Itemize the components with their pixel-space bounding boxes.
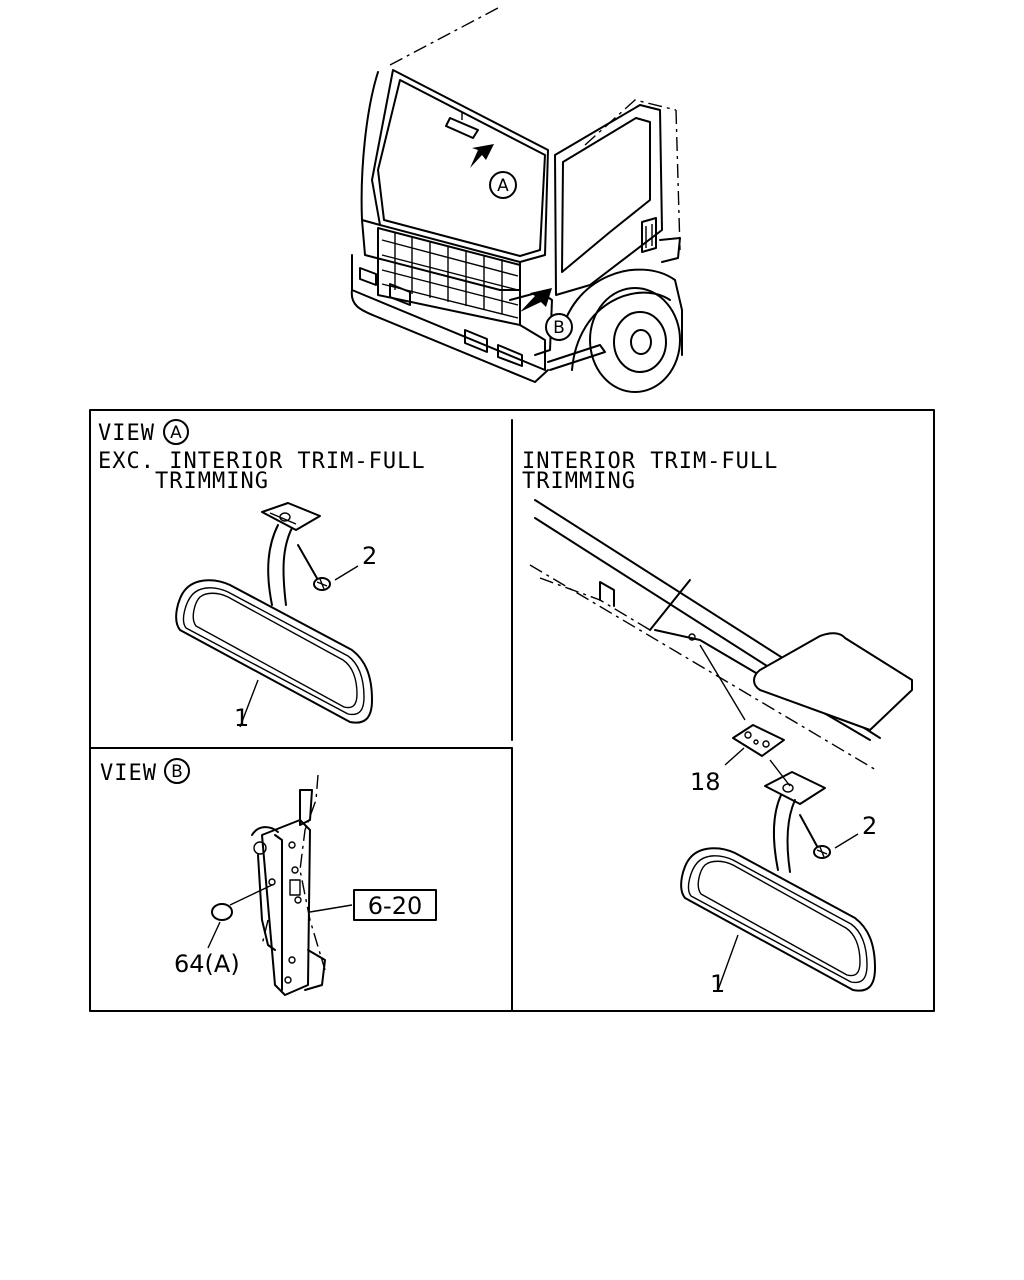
truck-cab-illustration: A B	[350, 7, 683, 393]
view-a-right-panel: INTERIOR TRIM-FULL TRIMMING 18 2	[522, 449, 913, 998]
ref-box-label: 6-20	[368, 892, 422, 920]
rear-view-mirror-left	[175, 579, 373, 724]
part-18-label: 18	[690, 768, 721, 796]
part-64a-label: 64(A)	[174, 950, 240, 978]
view-a-prefix: VIEW	[98, 421, 155, 446]
part-1-left-label: 1	[234, 704, 249, 732]
part-2-left-label: 2	[362, 542, 377, 570]
plug-64a	[211, 903, 233, 921]
part-1-right-label: 1	[710, 970, 725, 998]
view-a-left-heading-line1: EXC. INTERIOR TRIM-FULL	[98, 449, 426, 474]
arrow-a-icon	[470, 144, 494, 168]
view-b-prefix: VIEW	[100, 761, 157, 786]
arrow-b-icon	[520, 288, 552, 312]
view-a-right-heading-line1: INTERIOR TRIM-FULL	[522, 449, 778, 474]
rear-view-mirror-right	[680, 847, 876, 992]
svg-text:A: A	[170, 423, 182, 443]
callout-b: B	[545, 313, 573, 341]
svg-text:B: B	[171, 762, 183, 782]
view-b-panel: VIEW B 64(A) 6-20	[100, 758, 437, 996]
view-a-circle	[163, 419, 189, 445]
view-frame	[89, 409, 935, 1012]
view-a-left-panel: VIEW A EXC. INTERIOR TRIM-FULL TRIMMING …	[98, 419, 426, 732]
view-a-right-heading-line2: TRIMMING	[522, 469, 636, 494]
part-2-right-label: 2	[862, 812, 877, 840]
svg-text:A: A	[497, 176, 509, 196]
svg-text:B: B	[553, 318, 565, 338]
view-b-circle	[164, 758, 190, 784]
callout-a: A	[489, 171, 517, 199]
ref-box-6-20	[353, 889, 437, 921]
view-a-left-heading-line2: TRIMMING	[155, 469, 269, 494]
